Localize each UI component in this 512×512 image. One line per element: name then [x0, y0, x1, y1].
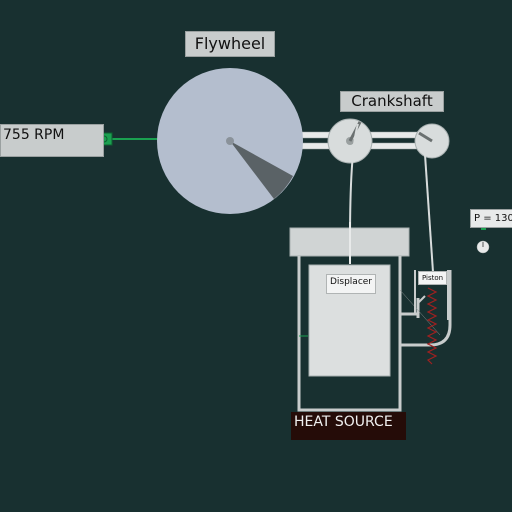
piston-cylinder	[414, 270, 449, 320]
heat-source: HEAT SOURCE	[291, 412, 406, 440]
cylinder-body	[297, 256, 402, 412]
crank-wheel-displacer[interactable]	[327, 118, 373, 164]
displacer-rod	[349, 123, 359, 241]
crank-wheel-piston[interactable]	[414, 123, 450, 159]
crankshaft-label: Crankshaft	[340, 91, 444, 112]
piston-spring	[426, 287, 438, 365]
pressure-readout: P = 130	[470, 209, 512, 228]
flywheel-label: Flywheel	[185, 31, 275, 57]
flywheel[interactable]	[157, 68, 303, 214]
piston-rod	[423, 139, 434, 273]
piston-label: Piston	[418, 271, 447, 285]
rpm-readout: 755 RPM	[0, 124, 104, 157]
displacer-label: Displacer	[326, 274, 376, 294]
